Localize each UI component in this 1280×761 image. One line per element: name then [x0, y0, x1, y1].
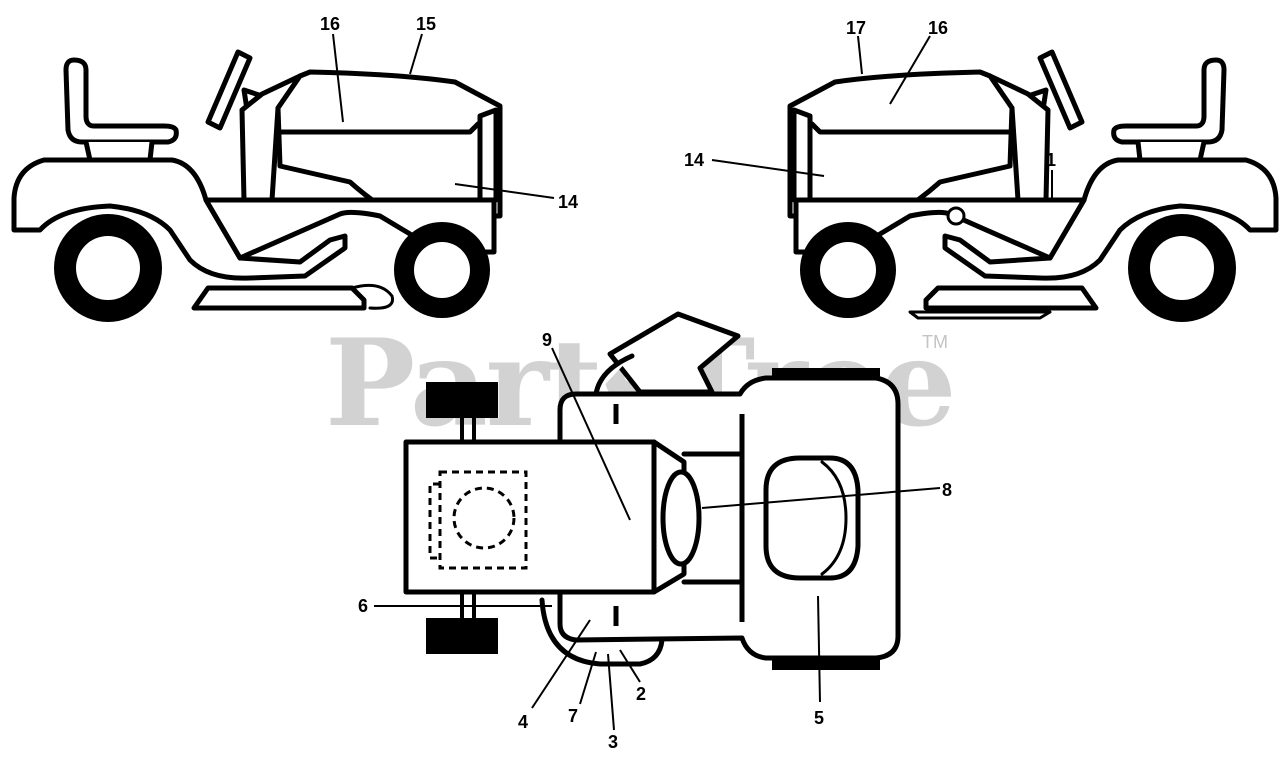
steering-wheel — [205, 49, 253, 131]
mower-deck — [191, 285, 367, 311]
seat-top — [403, 439, 657, 595]
callout-17: 17 — [846, 18, 866, 38]
callout-14-left: 14 — [558, 192, 578, 212]
callout-3: 3 — [608, 732, 618, 752]
callout-15: 15 — [416, 14, 436, 34]
fuel-cap — [660, 469, 702, 567]
callout-4: 4 — [518, 712, 528, 732]
seat — [63, 57, 179, 145]
watermark-trademark: TM — [922, 332, 948, 352]
callout-9: 9 — [542, 330, 552, 350]
callout-6: 6 — [358, 596, 368, 616]
rear-fender — [11, 157, 348, 281]
callout-5: 5 — [814, 708, 824, 728]
callout-14-right: 14 — [684, 150, 704, 170]
rear-wheel-top-right — [426, 618, 498, 654]
callout-7: 7 — [568, 706, 578, 726]
hood — [275, 69, 503, 219]
callout-2: 2 — [636, 684, 646, 704]
tractor-left-side-view — [11, 49, 503, 322]
callout-8: 8 — [942, 480, 952, 500]
callout-16-left: 16 — [320, 14, 340, 34]
hood-top — [763, 455, 861, 581]
rear-wheel-top-left — [426, 382, 498, 418]
tractor-right-side-view — [787, 49, 1279, 322]
callout-16-right: 16 — [928, 18, 948, 38]
tractor-top-view — [403, 311, 901, 670]
callout-1: 1 — [1046, 150, 1056, 170]
